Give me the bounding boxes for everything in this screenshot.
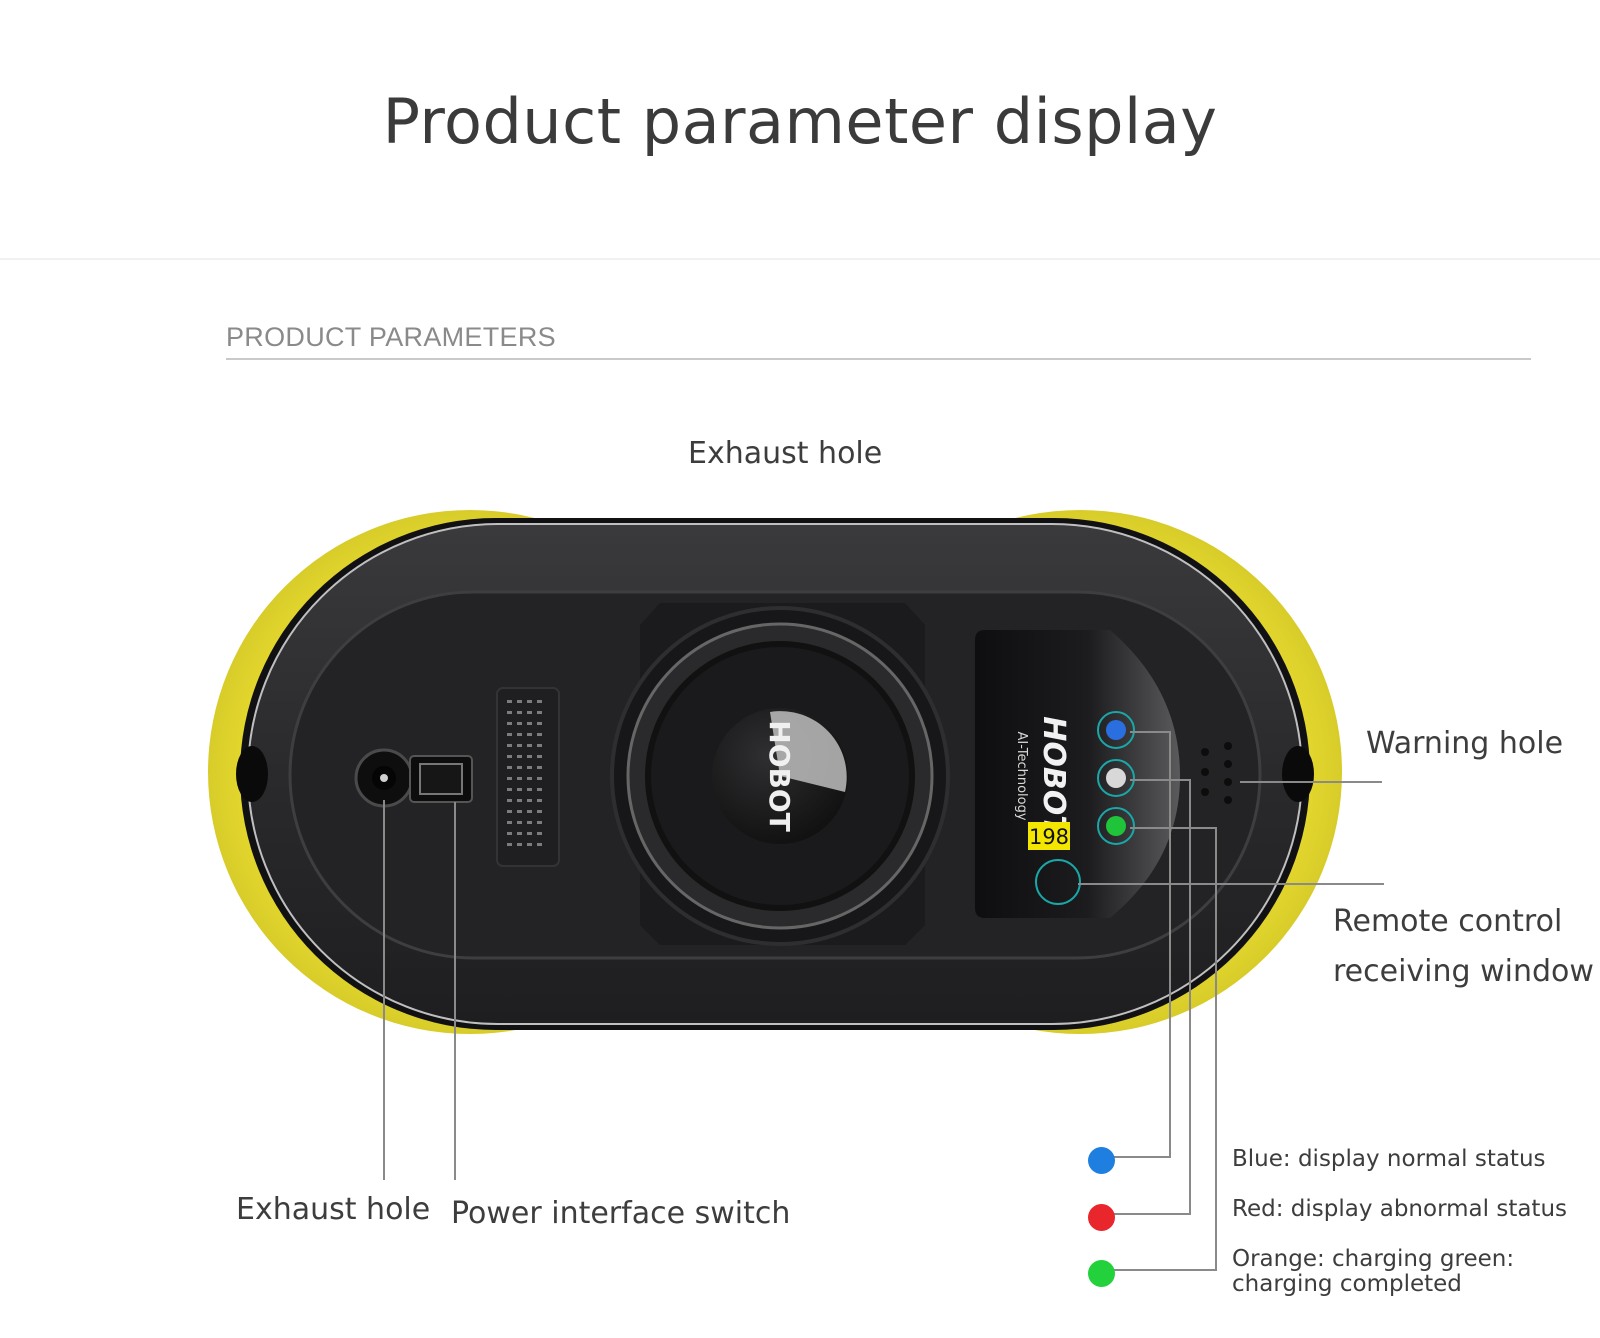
- exhaust-hole-port: [354, 748, 414, 808]
- led-ring-white: [1097, 759, 1135, 797]
- brand-name: HOBOT: [1036, 716, 1071, 838]
- vent-slot: [537, 755, 542, 758]
- vent-slot: [537, 821, 542, 824]
- warning-hole-dots: [1201, 742, 1232, 804]
- legend-red-text: Red: display abnormal status: [1232, 1196, 1568, 1222]
- leader-red: [1110, 779, 1191, 1215]
- exhaust-vent-grid: [496, 687, 560, 867]
- left-notch: [236, 746, 268, 802]
- vent-slot: [537, 744, 542, 747]
- led-green: [1106, 816, 1126, 836]
- label-remote-line2: receiving window: [1333, 954, 1594, 989]
- page-title: Product parameter display: [382, 85, 1218, 158]
- vent-slot: [507, 799, 512, 802]
- label-exhaust-hole-bottom: Exhaust hole: [236, 1192, 431, 1227]
- vent-slot: [517, 766, 522, 769]
- vent-slot: [507, 755, 512, 758]
- vent-slot: [517, 722, 522, 725]
- vent-slot: [517, 799, 522, 802]
- model-number: 198: [1029, 825, 1069, 849]
- led-ring-blue: [1097, 711, 1135, 749]
- vent-slot: [527, 832, 532, 835]
- vent-slot: [517, 810, 522, 813]
- vent-slot: [537, 711, 542, 714]
- leader-green: [1110, 827, 1217, 1271]
- control-panel: HOBOT AI-Technology 198: [975, 630, 1232, 918]
- hub-logo: HOBOT: [763, 720, 796, 831]
- vent-slot: [507, 821, 512, 824]
- vent-slot: [517, 777, 522, 780]
- vent-slot: [507, 777, 512, 780]
- led-ring-green: [1097, 807, 1135, 845]
- vent-slot: [507, 843, 512, 846]
- vent-slot: [537, 810, 542, 813]
- vent-slot: [517, 733, 522, 736]
- vent-slot: [517, 832, 522, 835]
- legend-green-line1: Orange: charging green:: [1232, 1246, 1515, 1272]
- vent-slot: [507, 711, 512, 714]
- label-remote-line1: Remote control: [1333, 904, 1563, 939]
- vent-slot: [537, 733, 542, 736]
- vent-slot: [527, 733, 532, 736]
- label-exhaust-hole-top: Exhaust hole: [688, 436, 883, 471]
- vent-slot: [527, 755, 532, 758]
- vent-slot: [507, 766, 512, 769]
- label-warning-hole: Warning hole: [1366, 726, 1564, 761]
- vent-slot: [527, 821, 532, 824]
- vent-slot: [527, 766, 532, 769]
- led-blue: [1106, 720, 1126, 740]
- legend-dot-red: [1088, 1204, 1115, 1231]
- vent-slot: [527, 722, 532, 725]
- vent-slot: [527, 700, 532, 703]
- vent-slot: [527, 777, 532, 780]
- vent-slot: [517, 700, 522, 703]
- section-divider: [226, 358, 1531, 360]
- right-notch: [1282, 746, 1314, 802]
- vent-slot: [517, 711, 522, 714]
- vent-slot: [537, 700, 542, 703]
- vent-slot: [507, 744, 512, 747]
- vent-slot: [537, 766, 542, 769]
- legend-green-line2: charging completed: [1232, 1271, 1462, 1297]
- remote-receiver-window: [1035, 859, 1081, 905]
- legend-blue-text: Blue: display normal status: [1232, 1146, 1546, 1172]
- vent-slot: [517, 788, 522, 791]
- vent-slot: [507, 832, 512, 835]
- vent-slot: [537, 799, 542, 802]
- vent-slot: [527, 843, 532, 846]
- vent-slot: [517, 821, 522, 824]
- vent-slot: [527, 788, 532, 791]
- vent-slot: [527, 799, 532, 802]
- vent-slot: [537, 722, 542, 725]
- vent-slot: [517, 843, 522, 846]
- power-switch: [409, 755, 473, 803]
- label-power-switch: Power interface switch: [451, 1196, 791, 1231]
- vent-slot: [537, 832, 542, 835]
- model-badge: [1028, 822, 1070, 850]
- vent-slot: [507, 733, 512, 736]
- vent-slot: [537, 843, 542, 846]
- vent-slot: [527, 810, 532, 813]
- leader-blue: [1110, 731, 1171, 1158]
- vent-slot: [537, 788, 542, 791]
- leader-lines: [383, 731, 1384, 1271]
- legend-dot-blue: [1088, 1147, 1115, 1174]
- brand-tagline: AI-Technology: [1014, 731, 1029, 820]
- section-heading: PRODUCT PARAMETERS: [226, 322, 556, 352]
- vent-slot: [517, 755, 522, 758]
- vent-slot: [517, 744, 522, 747]
- central-hub: HOBOT: [610, 603, 950, 946]
- vent-slot: [507, 810, 512, 813]
- vent-slot: [527, 744, 532, 747]
- title-divider: [0, 258, 1600, 260]
- vent-slot: [507, 722, 512, 725]
- vent-slot: [507, 700, 512, 703]
- vent-slot: [527, 711, 532, 714]
- vent-slot: [537, 777, 542, 780]
- vent-slot: [507, 788, 512, 791]
- led-white: [1106, 768, 1126, 788]
- legend-dot-green: [1088, 1260, 1115, 1287]
